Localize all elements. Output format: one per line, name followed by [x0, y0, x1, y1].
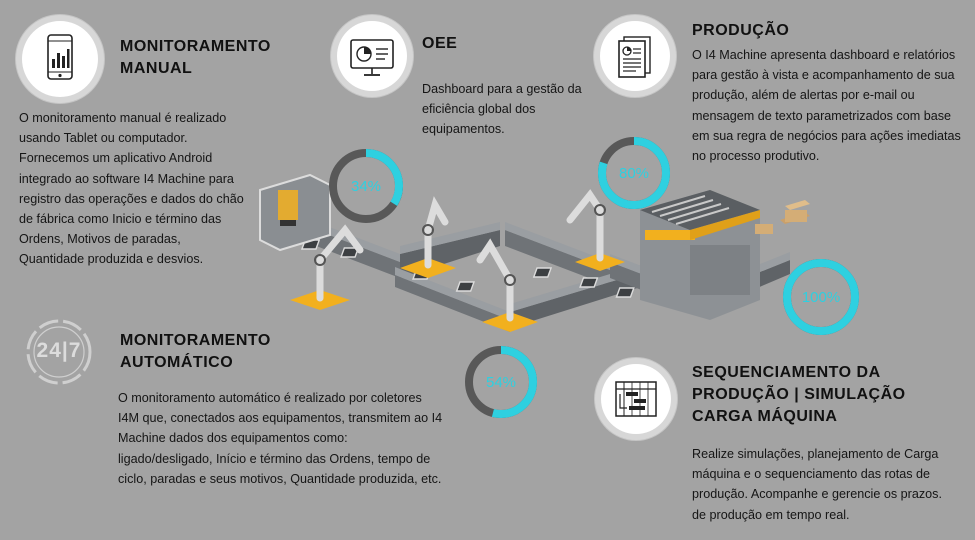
report-document-icon-circle: [600, 21, 670, 91]
gauge-54-label: 54%: [486, 374, 516, 391]
producao-title: PRODUÇÃO: [692, 22, 790, 39]
gauge-54: 54%: [465, 346, 537, 418]
production-line-illustration: [259, 173, 810, 332]
gauge-80: 80%: [598, 137, 670, 209]
gauge-80-label: 80%: [619, 165, 649, 182]
gauge-100: 100%: [783, 259, 859, 335]
producao-text: O I4 Machine apresenta dashboard e relat…: [692, 48, 961, 164]
gauge-34-label: 34%: [351, 178, 381, 195]
schedule-chart-icon-circle: [601, 364, 671, 434]
sequenciamento-title: SEQUENCIAMENTO DA PRODUÇÃO | SIMULAÇÃO C…: [692, 364, 906, 425]
tablet-chart-icon: [47, 34, 73, 80]
clock-24-7-icon-wrap: 24|7: [20, 317, 98, 387]
gauge-34: 34%: [329, 149, 403, 223]
conveyor-belt: [290, 212, 790, 332]
schedule-chart-icon: [615, 381, 657, 417]
pallet-boxes: [755, 200, 810, 234]
gauge-34-arc: [329, 149, 403, 223]
sequenciamento-text: Realize simulações, planejamento de Carg…: [692, 447, 942, 522]
gauge-100-arc: [783, 259, 859, 335]
cnc-machine: [259, 173, 331, 252]
oee-title: OEE: [422, 35, 458, 52]
robot-arms: [316, 189, 604, 322]
manual-title: MONITORAMENTO MANUAL: [120, 38, 271, 77]
manual-text: O monitoramento manual é realizado usand…: [19, 111, 244, 267]
badge-247: 24|7: [36, 339, 82, 362]
packing-machine: [640, 190, 760, 320]
tablet-chart-icon-circle: [22, 21, 98, 97]
monitor-chart-icon: [350, 39, 394, 76]
report-document-icon: [618, 36, 651, 78]
automatico-title: MONITORAMENTO AUTOMÁTICO: [120, 332, 271, 371]
monitor-chart-icon-circle: [337, 21, 407, 91]
oee-text: Dashboard para a gestão da eficiência gl…: [422, 82, 582, 137]
gauge-100-label: 100%: [802, 289, 840, 306]
gauge-54-arc: [465, 346, 537, 418]
gauge-80-arc: [598, 137, 670, 209]
robot-arm-joints: [314, 204, 606, 286]
clock-24-7-icon: [26, 319, 92, 385]
automatico-text: O monitoramento automático é realizado p…: [118, 391, 443, 486]
